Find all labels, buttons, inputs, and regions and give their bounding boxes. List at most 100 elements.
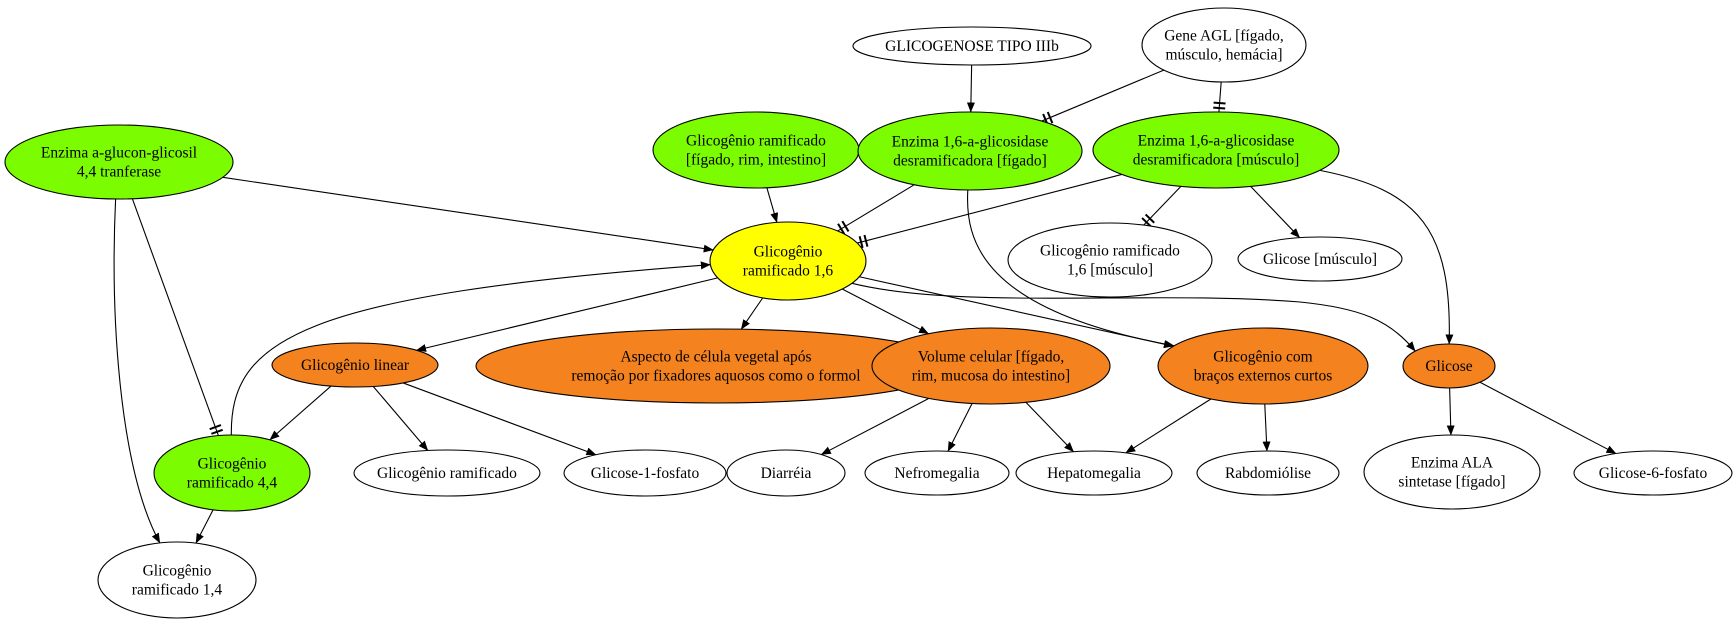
edge-glic_ram_44-to-glic_ram_16 — [230, 261, 711, 436]
tee-bar — [858, 235, 864, 249]
node-ellipse — [871, 327, 1111, 405]
node-ellipse — [1573, 450, 1733, 496]
node-bracos: Glicogênio com braços externos curtos — [1157, 327, 1369, 405]
node-enzima-musculo: Enzima 1,6-a-glicosidasedesramificadora … — [1092, 111, 1340, 189]
node-label-line: ramificado 1,4 — [132, 582, 223, 599]
node-label-line: Glicose [músculo] — [1263, 251, 1377, 268]
node-label-line: Glicose-6-fosfato — [1599, 465, 1708, 482]
node-label-line: Gene AGL [fígado, — [1164, 28, 1284, 45]
node-glicose-1f: Glicose-1-fosfato — [563, 449, 727, 497]
edge-glic_linear-to-glic_ramificado — [372, 386, 429, 451]
node-glic-ram-16-musculo: Glicogênio ramificado 1,6 [músculo] — [1007, 222, 1213, 298]
node-label-line: Rabdomiólise — [1225, 465, 1311, 482]
node-label-line: Glicogênio — [143, 563, 212, 580]
node-label-line: 1,6 [músculo] — [1067, 262, 1153, 279]
tee-bar — [1213, 101, 1226, 105]
node-label-line: Nefromegalia — [894, 465, 979, 482]
node-label-line: sintetase [fígado] — [1398, 474, 1505, 491]
edge-glicose-to-enzima_ala — [1446, 387, 1455, 436]
edge-gene_agl-to-enzima_musculo — [1218, 81, 1222, 113]
node-rabdomiolise: Rabdomiólise — [1196, 450, 1340, 496]
edge-volume-to-diarreia — [820, 397, 930, 456]
node-gene-agl: Gene AGL [fígado, músculo, hemácia] — [1141, 7, 1307, 83]
edge-enzima_musculo-to-glicose_musculo — [1250, 186, 1301, 239]
node-ellipse — [563, 449, 727, 497]
node-label-line: Diarréia — [761, 465, 812, 482]
node-label-line: Glicose — [1425, 358, 1472, 375]
edge-glic_ram_16-to-volume — [841, 288, 929, 335]
tee-bar — [209, 424, 222, 431]
node-label-line: desramificadora [músculo] — [1133, 152, 1300, 169]
node-label-line: Glicogênio ramificado — [377, 465, 517, 482]
edge-enzima_transferase-to-glic_ram_44 — [131, 198, 219, 436]
edge-glic_ram_44-to-glic_ram_14 — [195, 509, 214, 544]
node-ellipse — [864, 450, 1010, 496]
edge-glic_linear-to-glic_ram_44 — [269, 385, 332, 441]
node-ellipse — [353, 449, 541, 497]
node-glicose-musculo: Glicose [músculo] — [1237, 236, 1403, 282]
node-nefromegalia: Nefromegalia — [864, 450, 1010, 496]
edge-glicogenose-to-enzima_figado — [966, 64, 975, 113]
node-ellipse — [726, 449, 846, 497]
node-label-line: GLICOGENOSE TIPO IIIb — [885, 38, 1059, 55]
node-label-line: Enzima a-glucon-glicosil — [41, 145, 197, 162]
edge-enzima_musculo-to-glicose — [1319, 169, 1454, 345]
node-label-line: ramificado 1,6 — [743, 263, 834, 280]
tee-bar — [211, 428, 224, 435]
node-ellipse — [709, 221, 867, 301]
edge-glic_ram_16-to-bracos — [859, 276, 1174, 349]
tee-bar — [841, 220, 850, 232]
node-label-line: Volume celular [fígado, — [918, 349, 1065, 366]
node-ellipse — [1237, 236, 1403, 282]
tee-bar — [837, 223, 846, 235]
edge-glic_ram_16-to-glic_linear — [416, 277, 718, 352]
node-diarreia: Diarréia — [726, 449, 846, 497]
node-glic-ram-16: Glicogênio ramificado 1,6 — [709, 221, 867, 301]
node-ellipse — [271, 342, 439, 388]
node-label-line: 4,4 tranferase — [77, 164, 161, 181]
node-enzima-transferase: Enzima a-glucon-glicosil 4,4 tranferase — [4, 124, 234, 200]
node-glicose-6f: Glicose-6-fosfato — [1573, 450, 1733, 496]
node-label-line: rim, mucosa do intestino] — [912, 368, 1070, 385]
edge-enzima_figado-to-glic_ram_16 — [837, 184, 915, 232]
node-label-line: ramificado 4,4 — [187, 475, 278, 492]
edge-bracos-to-hepatomegalia — [1125, 398, 1212, 454]
node-ellipse — [153, 434, 311, 512]
node-label-line: Aspecto de célula vegetal após — [620, 349, 811, 366]
node-label-line: Glicogênio — [754, 244, 823, 261]
edge-enzima_musculo-to-glic_ram_16 — [857, 173, 1122, 244]
edge-volume-to-hepatomegalia — [1025, 401, 1074, 453]
node-glic-linear: Glicogênio linear — [271, 342, 439, 388]
tee-bar — [1046, 111, 1054, 124]
node-label-line: Hepatomegalia — [1047, 465, 1141, 482]
node-label-line: Glicogênio ramificado — [686, 133, 826, 150]
node-ellipse — [1141, 7, 1307, 83]
edge-glicose-to-glicose_6f — [1479, 381, 1617, 455]
nodes-layer: GLICOGENOSE TIPO IIIb Gene AGL [fígado, mú… — [4, 7, 1733, 619]
node-ellipse — [1092, 111, 1340, 189]
node-glic-ramificado: Glicogênio ramificado — [353, 449, 541, 497]
node-ellipse — [4, 124, 234, 200]
node-ellipse — [852, 26, 1092, 66]
node-label-line: Glicogênio com — [1213, 349, 1312, 366]
node-label-line: Glicogênio — [198, 456, 267, 473]
node-glic-ram-44: Glicogênio ramificado 4,4 — [153, 434, 311, 512]
node-label-line: remoção por fixadores aquosos como o for… — [571, 368, 860, 385]
node-ellipse — [1157, 327, 1369, 405]
tee-bar — [863, 234, 869, 247]
node-label-line: [fígado, rim, intestino] — [686, 152, 826, 169]
edge-enzima_figado-to-bracos — [966, 189, 1175, 349]
node-label-line: braços externos curtos — [1194, 368, 1333, 385]
node-ellipse — [97, 541, 257, 619]
node-label-line: músculo, hemácia] — [1165, 47, 1282, 64]
edge-bracos-to-rabdomiolise — [1262, 403, 1271, 452]
node-ellipse — [652, 111, 860, 189]
edge-glic_ram_16-to-aspecto — [740, 297, 764, 330]
node-label-line: Glicogênio ramificado — [1040, 243, 1180, 260]
tee-bar — [1144, 213, 1155, 224]
tee-bar — [1141, 217, 1152, 228]
node-ellipse — [1363, 434, 1541, 510]
node-label-line: desramificadora [fígado] — [893, 153, 1047, 170]
